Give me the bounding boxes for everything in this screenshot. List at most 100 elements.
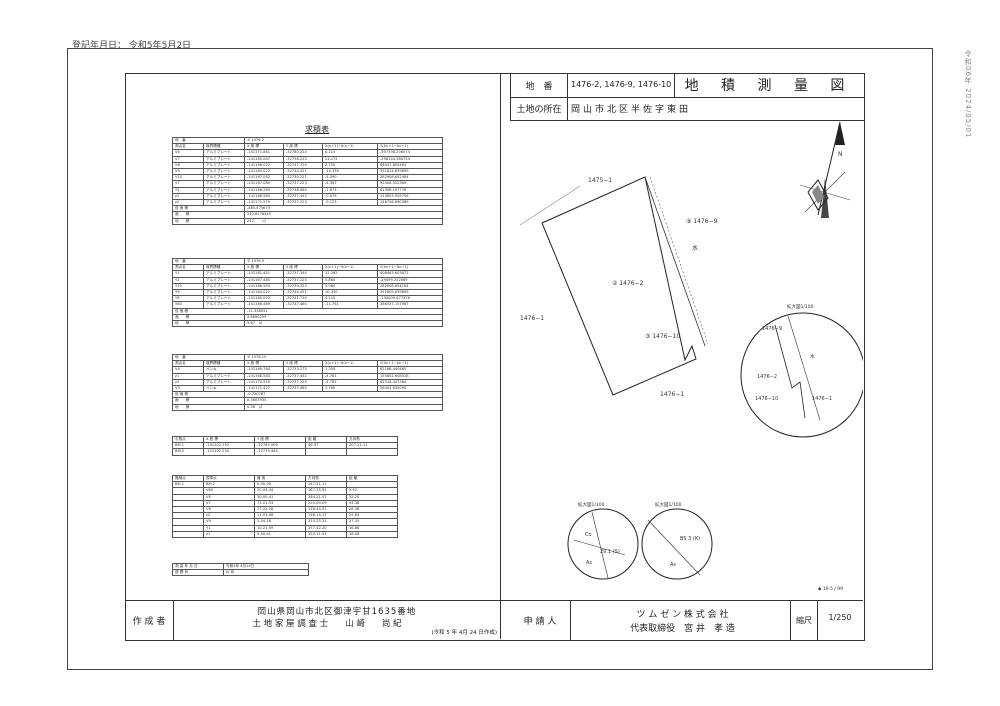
table-cell: 408463.603872 (377, 270, 443, 278)
table-cell: 5.67 ㎡ (244, 320, 443, 328)
lot-label-1476-1-left: 1476−1 (520, 315, 544, 322)
map-mark: ◆ 19.5 / 99 (818, 586, 843, 592)
table-cell: 座 標 系 (172, 569, 224, 577)
north-arrow-icon (799, 121, 851, 218)
enlarged-label-1476-2: 1476−2 (757, 374, 777, 380)
enlarged-label-1476-9: 1476−9 (762, 326, 782, 332)
table-cell: 386527.157987 (377, 301, 443, 309)
table-cell: 5.6690255 (244, 313, 443, 322)
enlarged-3-point: BS 3 (K) (680, 536, 700, 542)
table-cell: 154-11-52 (305, 530, 347, 539)
table-cell (346, 448, 398, 456)
north-label: N (838, 151, 843, 158)
table-cell: ③ 1476-10 (244, 353, 443, 362)
table-row: BM.2-141202.230-32779.464 (172, 448, 398, 456)
table-summary-row: 倍 面 積-0.720787 (172, 391, 443, 399)
side-stamp: 令和06年 2024/05/01 (964, 50, 972, 139)
table-cell: 58402.635090 (377, 384, 443, 393)
table-cell: 16.08 (346, 530, 398, 539)
footer: 作 成 者 岡山県岡山市北区御津宇甘1635番地 土 地 家 屋 調 査 士 山… (125, 600, 863, 640)
lot-label: 地 番 (511, 73, 568, 97)
water-label: 水 (692, 244, 698, 252)
table-cell: 地 積 (172, 320, 245, 328)
table-cell: 94.38 (346, 499, 398, 508)
table-cell (305, 448, 347, 456)
enlarged-view-1 (740, 312, 863, 438)
table-cell: z1 (203, 530, 255, 539)
enlarged-2-co: Co (585, 532, 592, 538)
table-cell: 地 積 (172, 217, 245, 225)
scale-value: 1/250 (828, 613, 852, 622)
lot-label-1475-1: 1475−1 (588, 177, 612, 184)
applicant-company: ツ ム ゼ ン 株 式 会 社 (636, 610, 729, 620)
table-cell: 距 離 (346, 474, 398, 483)
table-cell: -29499.252869 (377, 276, 443, 284)
table-cell (172, 530, 204, 539)
table-cell: -32779.464 (254, 448, 306, 456)
lot-label-1476-1-bottom: 1476−1 (660, 391, 684, 398)
table-cell: 0.36 ㎡ (244, 403, 443, 411)
enlarged-2-point: 29.1 (S) (600, 549, 620, 555)
table-cell: ② 1476-9 (244, 257, 443, 266)
enlarged-scale-1: 拡大図1/100 (787, 303, 814, 310)
table-cell: 242. ㎡ (244, 217, 443, 225)
scale-label: 縮尺 (790, 601, 818, 640)
table-cell: IV 系 (223, 569, 309, 577)
doc-title: 地 積 測 量 図 (684, 78, 854, 94)
table-cell: Y(Xn+1−Xn−1) (377, 264, 443, 272)
enlarged-road-1 (787, 315, 821, 421)
table-cell: 0.3603935 (244, 397, 443, 405)
table-cell: 282908.654164 (377, 282, 443, 291)
author-label: 作 成 者 (125, 601, 174, 640)
table-cell: 5-50-41 (254, 530, 306, 539)
table-summary-row: 倍 面 積-11.338051 (172, 307, 443, 315)
table-cell (346, 481, 398, 489)
table-cell: -130009.677376 (377, 295, 443, 303)
applicant-representative: 代表取締役 宮 井 孝 造 (630, 624, 735, 634)
location-label: 土地の所在 (511, 97, 568, 120)
calc-title: 求積表 (305, 125, 329, 134)
lot-label-1476-10: ③ 1476−10 (645, 333, 680, 340)
applicant-label: 申 請 人 (510, 601, 571, 640)
enlarged-boundary-1 (774, 324, 806, 419)
author-name: 土 地 家 屋 調 査 士 山 崎 尚 紀 (252, 619, 402, 629)
table-cell: 地 積 (172, 403, 245, 411)
table-cell: BM.2 (172, 448, 204, 456)
table-cell: Y(Xn+1−Xn−1) (377, 360, 443, 368)
table-cell: -11.338051 (244, 307, 443, 315)
lot-label-1476-2: ② 1476−2 (612, 280, 644, 287)
author-date: (令和 5 年 4月 24 日作成) (431, 630, 497, 636)
enlarged-view-3 (641, 508, 713, 580)
author-address: 岡山県岡山市北区御津宇甘1635番地 (257, 607, 417, 617)
road-line-1 (644, 176, 706, 347)
parcel-map: N 1475−1 1476−1 1476−1 ⑨ 1476−9 ② 1476−2… (519, 121, 863, 592)
location-value: 岡山市北区半佐字東田 (571, 105, 692, 115)
table-cell: 方向角 (346, 435, 398, 444)
